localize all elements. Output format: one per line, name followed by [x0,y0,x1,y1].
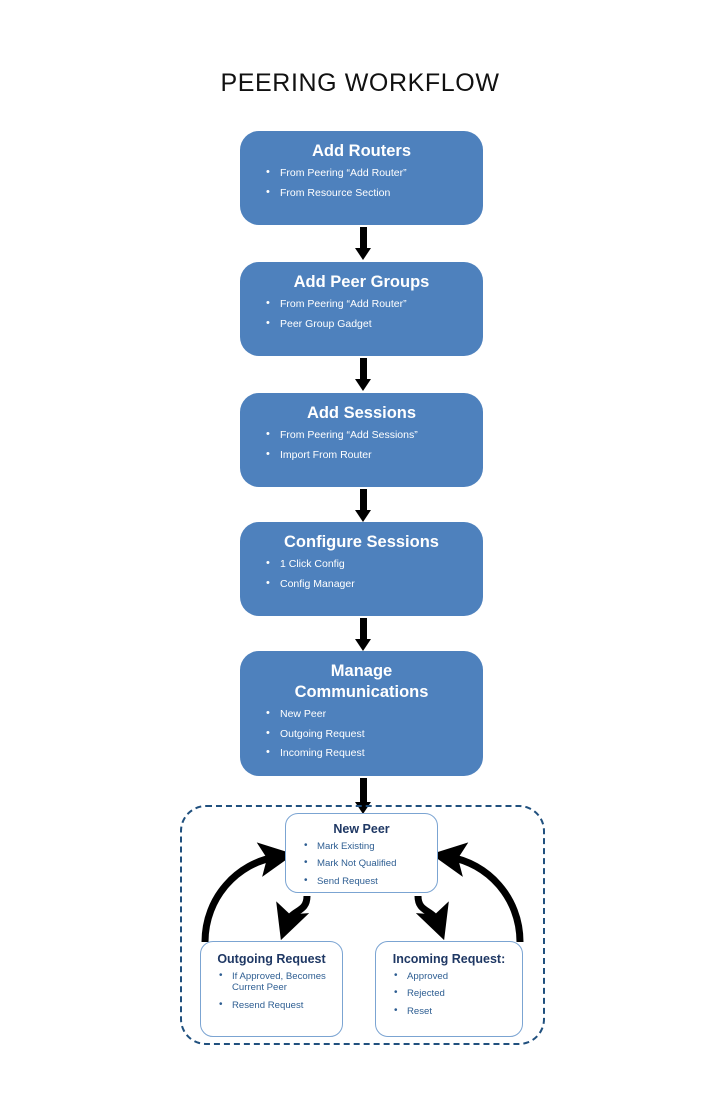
list-item: 1 Click Config [266,558,483,570]
communications-group-container [180,805,545,1045]
list-item: Peer Group Gadget [266,318,483,330]
arrow-down-3 [355,489,371,522]
list-item: Outgoing Request [266,728,483,740]
flow-step-item-list: From Peering “Add Sessions” Import From … [240,429,483,461]
list-item: Reset [394,1005,522,1017]
flow-step-title-line1: Manage [330,662,393,680]
sub-step-item-list: Mark Existing Mark Not Qualified Send Re… [286,840,437,887]
list-item: Approved [394,970,522,982]
sub-step-item-list: If Approved, Becomes Current Peer Resend… [201,970,342,1011]
sub-step-incoming-request[interactable]: Incoming Request: Approved Rejected Rese… [375,941,523,1037]
flow-step-item-list: From Peering “Add Router” Peer Group Gad… [240,298,483,330]
arrow-incoming-to-newpeer [431,842,524,943]
list-item: Import From Router [266,449,483,461]
sub-step-new-peer[interactable]: New Peer Mark Existing Mark Not Qualifie… [285,813,438,893]
flow-step-title: Manage Communications [240,661,483,703]
sub-step-outgoing-request[interactable]: Outgoing Request If Approved, Becomes Cu… [200,941,343,1037]
flow-step-add-peer-groups[interactable]: Add Peer Groups From Peering “Add Router… [240,262,483,356]
list-item: Config Manager [266,578,483,590]
flow-step-add-sessions[interactable]: Add Sessions From Peering “Add Sessions”… [240,393,483,487]
list-item: Send Request [304,875,437,887]
list-item: From Peering “Add Router” [266,167,483,179]
flow-step-item-list: 1 Click Config Config Manager [240,558,483,590]
flow-step-manage-communications[interactable]: Manage Communications New Peer Outgoing … [240,651,483,776]
flow-step-title: Add Sessions [306,404,417,422]
list-item: From Resource Section [266,187,483,199]
list-item: Incoming Request [266,747,483,759]
flow-step-title: Add Peer Groups [293,273,430,291]
sub-step-title: Outgoing Request [217,952,326,966]
page-title: PEERING WORKFLOW [220,68,500,97]
arrow-down-4 [355,618,371,651]
list-item: From Peering “Add Sessions” [266,429,483,441]
list-item: Resend Request [219,999,342,1011]
curved-arrow-group [201,842,524,943]
list-item: New Peer [266,708,483,720]
list-item: From Peering “Add Router” [266,298,483,310]
flow-step-configure-sessions[interactable]: Configure Sessions 1 Click Config Config… [240,522,483,616]
list-item: Mark Not Qualified [304,857,437,869]
list-item: Rejected [394,987,522,999]
arrow-newpeer-to-outgoing [276,895,311,941]
arrow-outgoing-to-newpeer [201,842,294,943]
flow-step-title: Configure Sessions [284,533,439,551]
flow-step-item-list: New Peer Outgoing Request Incoming Reque… [240,708,483,759]
flow-step-add-routers[interactable]: Add Routers From Peering “Add Router” Fr… [240,131,483,225]
flow-step-title: Add Routers [312,142,411,160]
list-item: Mark Existing [304,840,437,852]
sub-step-item-list: Approved Rejected Reset [376,970,522,1017]
flow-step-title-line2: Communications [294,683,429,702]
sub-step-title: New Peer [333,822,390,836]
flow-step-item-list: From Peering “Add Router” From Resource … [240,167,483,199]
arrow-down-2 [355,358,371,391]
sub-step-title: Incoming Request: [392,952,506,966]
arrow-newpeer-to-incoming [414,895,449,941]
arrow-down-1 [355,227,371,260]
list-item: If Approved, Becomes Current Peer [219,970,342,994]
